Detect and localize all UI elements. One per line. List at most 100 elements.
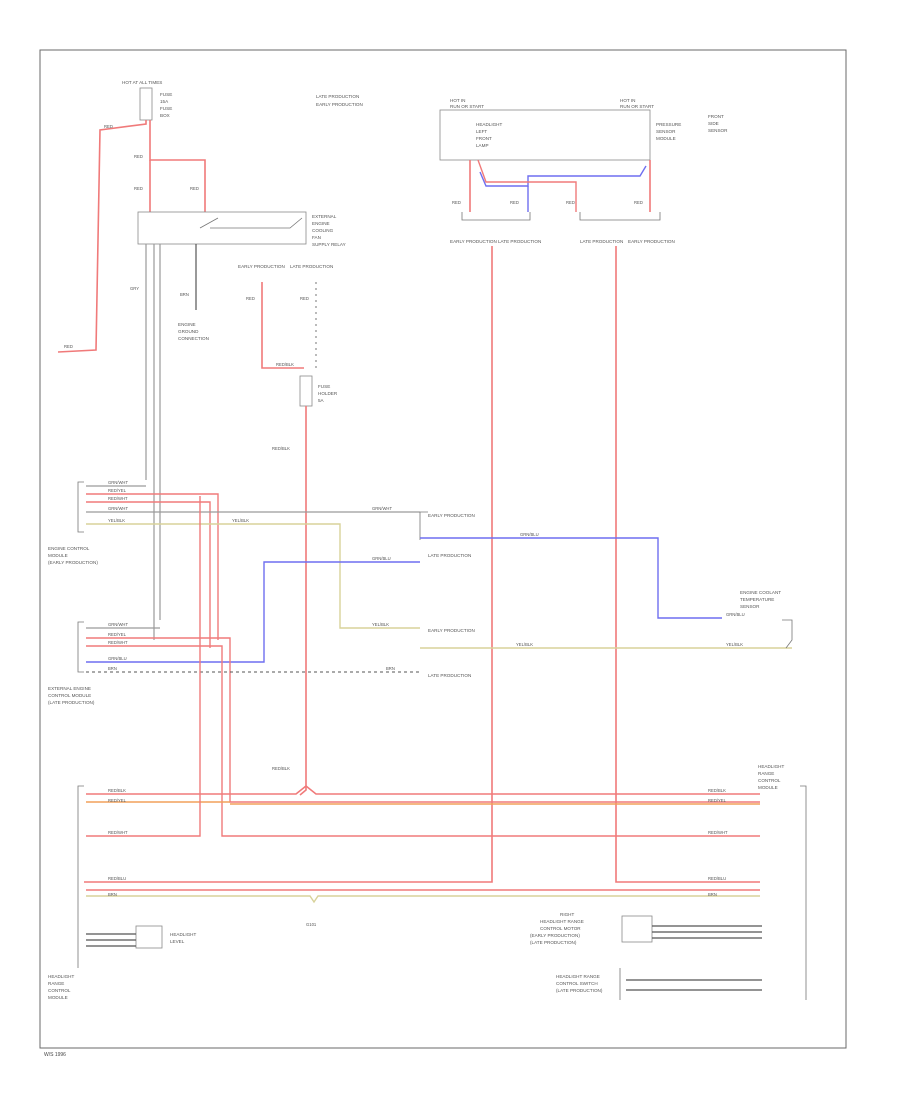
sensor-early-2: EARLY PRODUCTION: [628, 239, 675, 244]
coolant-sensor-3: SENSOR: [740, 604, 760, 609]
wire-bottom-red-blk: [86, 784, 760, 795]
relay-label-4: FAN: [312, 235, 321, 240]
wire-label-red-3: RED: [190, 186, 199, 191]
relay-label-1: EXTERNAL: [312, 214, 337, 219]
coolant-sensor-1: ENGINE COOLANT: [740, 590, 781, 595]
bottom-wire-4: RED/BLU: [108, 876, 126, 881]
wire-red-early: [261, 282, 304, 369]
hot-run-right-2: RUN OR START: [620, 104, 654, 109]
bottom-wire-r5: BRN: [708, 892, 717, 897]
front-sensor-1: FRONT: [708, 114, 724, 119]
left-level-motor-label-1: HEADLIGHT: [170, 932, 196, 937]
wire-label-sensor-2: RED: [510, 200, 519, 205]
early-prod-label-relay: EARLY PRODUCTION: [238, 264, 285, 269]
wire-ecm-l2-red: [86, 637, 760, 803]
right-unit-3: MODULE: [656, 136, 676, 141]
wire-label-sensor-3: RED: [566, 200, 575, 205]
left-ctrl-label-4: MODULE: [48, 995, 68, 1000]
ecm-late-label-2: CONTROL MODULE: [48, 693, 91, 698]
wire-label-yel-3: YEL/BLK: [726, 642, 743, 647]
headlight-module-label-1: HEADLIGHT: [758, 764, 784, 769]
fuse-box: [139, 87, 153, 121]
ecm-late-wire-5: BRN: [108, 666, 117, 671]
ecm-late-label-3: (LATE PRODUCTION): [48, 700, 95, 705]
ecm-late-wire-5b: BRN: [386, 666, 395, 671]
sensor-late-1: LATE PRODUCTION: [498, 239, 541, 244]
wire-blue-sensor: [479, 165, 647, 187]
left-level-motor-label-2: LEVEL: [170, 939, 185, 944]
note-late-top: LATE PRODUCTION: [316, 94, 359, 99]
control-switch-label-3: (LATE PRODUCTION): [556, 988, 603, 993]
ecm-early-wire-3: RED/WHT: [108, 496, 128, 501]
headlight-module-label-3: CONTROL: [758, 778, 781, 783]
sensor-late-2: LATE PRODUCTION: [580, 239, 623, 244]
fuse-panel-right: [439, 109, 651, 161]
wire-label-blue-low: GRN/BLU: [372, 556, 391, 561]
wire-label-red-blk-drop: RED/BLK: [272, 446, 290, 451]
sensor-early-1: EARLY PRODUCTION: [450, 239, 497, 244]
left-unit-2: LEFT: [476, 129, 487, 134]
wire-label-grn-blu-right: GRN/BLU: [726, 612, 745, 617]
wire-label-sensor-4: RED: [634, 200, 643, 205]
bottom-wire-r3: RED/WHT: [708, 830, 728, 835]
left-level-motor-wires: [86, 933, 136, 947]
ecm-late-bracket: [77, 621, 84, 673]
right-unit-2: SENSOR: [656, 129, 676, 134]
left-level-motor: [135, 925, 163, 949]
right-unit-1: PRESSURE: [656, 122, 681, 127]
wire-label-blue-top: GRN/BLU: [520, 532, 539, 537]
engine-ground-label-1: ENGINE: [178, 322, 196, 327]
right-level-motor-wires: [652, 925, 762, 939]
wire-red-feed-left: [57, 120, 147, 353]
ecm-early-wire-5: YEL/BLK: [108, 518, 125, 523]
fuse-label-3: FUSE: [160, 106, 172, 111]
ecm-early-wire-2: RED/YEL: [108, 488, 127, 493]
ecm-early-wire-5b: YEL/BLK: [232, 518, 249, 523]
wire-label-grn-wht-right: GRN/WHT: [372, 506, 392, 511]
wire-label-red-early: RED: [246, 296, 255, 301]
ecm-late-label-1: EXTERNAL ENGINE: [48, 686, 91, 691]
relay-label-2: ENGINE: [312, 221, 330, 226]
engine-ground-label-3: CONNECTION: [178, 336, 209, 341]
wire-ecm-e2-red: [86, 493, 219, 640]
right-level-motor: [621, 915, 653, 943]
control-switch-label-1: HEADLIGHT RANGE: [556, 974, 600, 979]
hot-run-left-2: RUN OR START: [450, 104, 484, 109]
wire-red-long-1: [84, 246, 493, 883]
ecm-late-wire-1: GRN/WHT: [108, 622, 128, 627]
wire-ecm-l3-red: [86, 645, 760, 837]
left-ctrl-label-2: RANGE: [48, 981, 64, 986]
left-unit-4: LAMP: [476, 143, 489, 148]
coolant-sensor-symbol: [782, 619, 793, 649]
wire-label-sensor-1: RED: [452, 200, 461, 205]
relay-contact: [199, 217, 303, 229]
mid-early-label-1: EARLY PRODUCTION: [428, 513, 475, 518]
wire-label-yel-1: YEL/BLK: [372, 622, 389, 627]
hot-run-left-1: HOT IN: [450, 98, 465, 103]
mid-late-label-2: LATE PRODUCTION: [428, 673, 471, 678]
wire-red-fuse-relay: [149, 120, 206, 212]
ground-label: G101: [306, 922, 317, 927]
bottom-wire-5: BRN: [108, 892, 117, 897]
wire-ecm-e5-yel: [86, 523, 420, 629]
fuse-holder-label-1: FUSE: [318, 384, 330, 389]
control-switch-wires: [626, 979, 762, 991]
fuse-label-2: 15A: [160, 99, 169, 104]
right-headlight-label-5: (LATE PRODUCTION): [530, 940, 577, 945]
bottom-wire-r2: RED/YEL: [708, 798, 727, 803]
mid-early-label-2: EARLY PRODUCTION: [428, 628, 475, 633]
ecm-early-bracket: [77, 481, 84, 533]
left-ctrl-label-1: HEADLIGHT: [48, 974, 74, 979]
right-headlight-label-3: CONTROL MOTOR: [540, 926, 581, 931]
splice-bracket-left: [461, 212, 531, 221]
wire-label-red-blk: RED/BLK: [276, 362, 294, 367]
headlight-module-label-2: RANGE: [758, 771, 774, 776]
wire-label-red-late: RED: [300, 296, 309, 301]
wire-blue-low: [86, 561, 420, 663]
bottom-wire-r4: RED/BLU: [708, 876, 726, 881]
headlight-module-label-4: MODULE: [758, 785, 778, 790]
splice-bracket-right: [579, 212, 661, 221]
wire-label-red-top: RED: [104, 124, 113, 129]
coolant-sensor-2: TEMPERATURE: [740, 597, 774, 602]
